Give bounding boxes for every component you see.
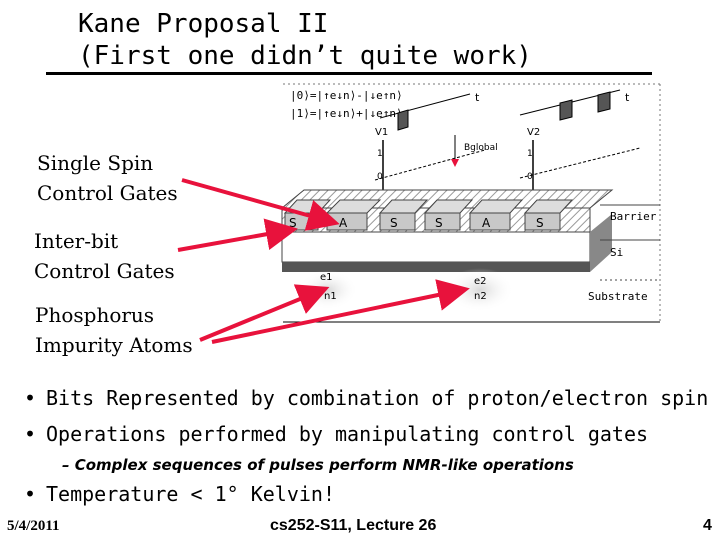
- electron-2-label: e2: [474, 276, 487, 287]
- barrier-label: Barrier: [610, 210, 657, 223]
- si-label: Si: [610, 246, 623, 259]
- slide-title-line2: (First one didn’t quite work): [78, 41, 532, 71]
- gate-label-5: A: [482, 216, 491, 230]
- kane-device-figure: |0⟩=|↑e↓n⟩-|↓e↑n⟩ |1⟩=|↑e↓n⟩+|↓e↑n⟩ t t …: [177, 83, 661, 344]
- label-single-spin-line2: Control Gates: [37, 181, 178, 205]
- gate-label-2: A: [339, 216, 348, 230]
- electron-1-label: e1: [320, 272, 333, 283]
- title-underline: [46, 72, 652, 75]
- footer-page-number: 4: [703, 517, 712, 534]
- state0-equation: |0⟩=|↑e↓n⟩-|↓e↑n⟩: [290, 89, 403, 102]
- gate-label-3: S: [390, 216, 398, 230]
- v1-label: V1: [375, 127, 388, 138]
- v1-level-high: 1: [377, 149, 383, 159]
- label-inter-bit: Inter-bit Control Gates: [34, 226, 175, 286]
- slide-title-line1: Kane Proposal II: [78, 9, 329, 39]
- figure-frame: [283, 83, 661, 323]
- nucleus-2-label: n2: [474, 291, 487, 302]
- label-single-spin-line1: Single Spin: [37, 151, 154, 175]
- si-layer-edge: [282, 262, 590, 272]
- sub-bullet-item: – Complex sequences of pulses perform NM…: [62, 456, 574, 474]
- gate-label-1: S: [289, 216, 297, 230]
- footer-course: cs252-S11, Lecture 26: [270, 517, 437, 534]
- substrate-label: Substrate: [588, 290, 648, 303]
- bullet-text-3: Temperature < 1° Kelvin!: [46, 482, 335, 506]
- v1-level-low: 0: [377, 172, 383, 182]
- gate-label-4: S: [435, 216, 443, 230]
- pulse-train-2: [519, 89, 641, 179]
- label-phosphorus-line1: Phosphorus: [35, 303, 155, 327]
- callout-arrows: [177, 178, 470, 344]
- v2-level-high: 1: [527, 149, 533, 159]
- label-single-spin: Single Spin Control Gates: [37, 148, 178, 208]
- bullet-dot: •: [24, 482, 37, 506]
- si-layer-side: [590, 214, 612, 272]
- footer-date: 5/4/2011: [7, 518, 60, 534]
- nucleus-1-label: n1: [324, 291, 337, 302]
- bglobal-label: Bglobal: [464, 143, 498, 153]
- arrow-single-spin: [181, 178, 340, 231]
- label-inter-bit-line1: Inter-bit: [34, 229, 119, 253]
- bullet-text-1: Bits Represented by combination of proto…: [46, 386, 709, 410]
- bullet-dot: •: [24, 386, 37, 410]
- bullet-item-1: • Bits Represented by combination of prot…: [24, 386, 708, 410]
- pulse-train-1: [374, 93, 486, 181]
- v2-label: V2: [527, 127, 540, 138]
- time-label-1: t: [475, 91, 480, 104]
- label-phosphorus: Phosphorus Impurity Atoms: [35, 300, 193, 360]
- arrow-phosphorus-2: [211, 279, 470, 344]
- label-phosphorus-line2: Impurity Atoms: [35, 333, 193, 357]
- label-inter-bit-line2: Control Gates: [34, 259, 175, 283]
- gate-label-6: S: [536, 216, 544, 230]
- state1-equation: |1⟩=|↑e↓n⟩+|↓e↑n⟩: [290, 107, 403, 120]
- arrow-inter-bit: [177, 218, 298, 252]
- bullet-item-3: • Temperature < 1° Kelvin!: [24, 482, 335, 506]
- si-layer: [281, 231, 591, 263]
- time-label-2: t: [625, 91, 630, 104]
- bullet-list: • Bits Represented by combination of prot…: [24, 386, 714, 516]
- v2-level-low: 0: [527, 172, 533, 182]
- bullet-dot: •: [24, 422, 37, 446]
- bullet-text-2: Operations performed by manipulating con…: [46, 422, 649, 446]
- arrow-phosphorus-1: [199, 284, 330, 342]
- bullet-item-2: • Operations performed by manipulating co…: [24, 422, 648, 446]
